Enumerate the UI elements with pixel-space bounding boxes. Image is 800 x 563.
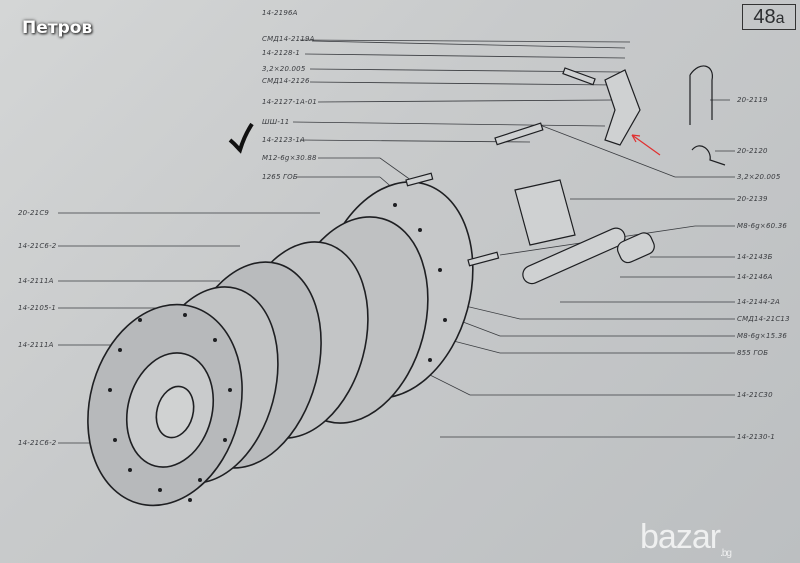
part-label: 855 ГОБ — [737, 349, 769, 357]
part-label: М12-6g×30.88 — [262, 154, 317, 162]
part-label: СМД14-2119А — [262, 35, 315, 43]
part-label: СМД14-21С13 — [737, 315, 790, 323]
part-label: 14-2127-1А-01 — [262, 98, 318, 106]
owner-name: Петров — [22, 18, 93, 38]
watermark-tld: .bg — [720, 547, 732, 559]
part-label: 14-21С30 — [737, 391, 773, 399]
part-label: ШШ-11 — [262, 118, 290, 126]
part-label: 20-21С9 — [18, 209, 50, 217]
part-label: СМД14-2126 — [262, 77, 310, 85]
page-number-box: 48a — [742, 4, 796, 30]
part-label: 3,2×20.005 — [737, 173, 781, 181]
part-label: 14-2144-2А — [737, 298, 781, 306]
part-label: 14-2111А — [18, 341, 54, 349]
part-label: 1265 ГОБ — [262, 173, 298, 181]
part-label: 14-2196A — [262, 9, 298, 17]
part-label: 14-2128-1 — [262, 49, 301, 57]
page-number: 48 — [753, 6, 776, 28]
page-suffix: a — [775, 10, 785, 27]
part-label: 14-2111А — [18, 277, 54, 285]
watermark-text: bazar — [640, 518, 721, 556]
part-label: М8-6g×60.36 — [737, 222, 788, 230]
part-label: 14-2130-1 — [737, 433, 776, 441]
part-label: 14-2105-1 — [18, 304, 57, 312]
part-label: М8-6g×15.36 — [737, 332, 788, 340]
part-label: 14-21С6-2 — [18, 439, 57, 447]
checkmark-icon — [228, 122, 254, 154]
part-label: 14-2146А — [737, 273, 773, 281]
part-label: 14-21С6-2 — [18, 242, 57, 250]
part-label: 14-2123-1А — [262, 136, 306, 144]
part-label: 3,2×20.005 — [262, 65, 306, 73]
watermark-logo: bazar.bg — [640, 518, 732, 559]
part-label: 20-2119 — [737, 96, 768, 104]
part-label: 14-2143Б — [737, 253, 773, 261]
part-label: 20-2120 — [737, 147, 768, 155]
part-label: 20-2139 — [737, 195, 768, 203]
